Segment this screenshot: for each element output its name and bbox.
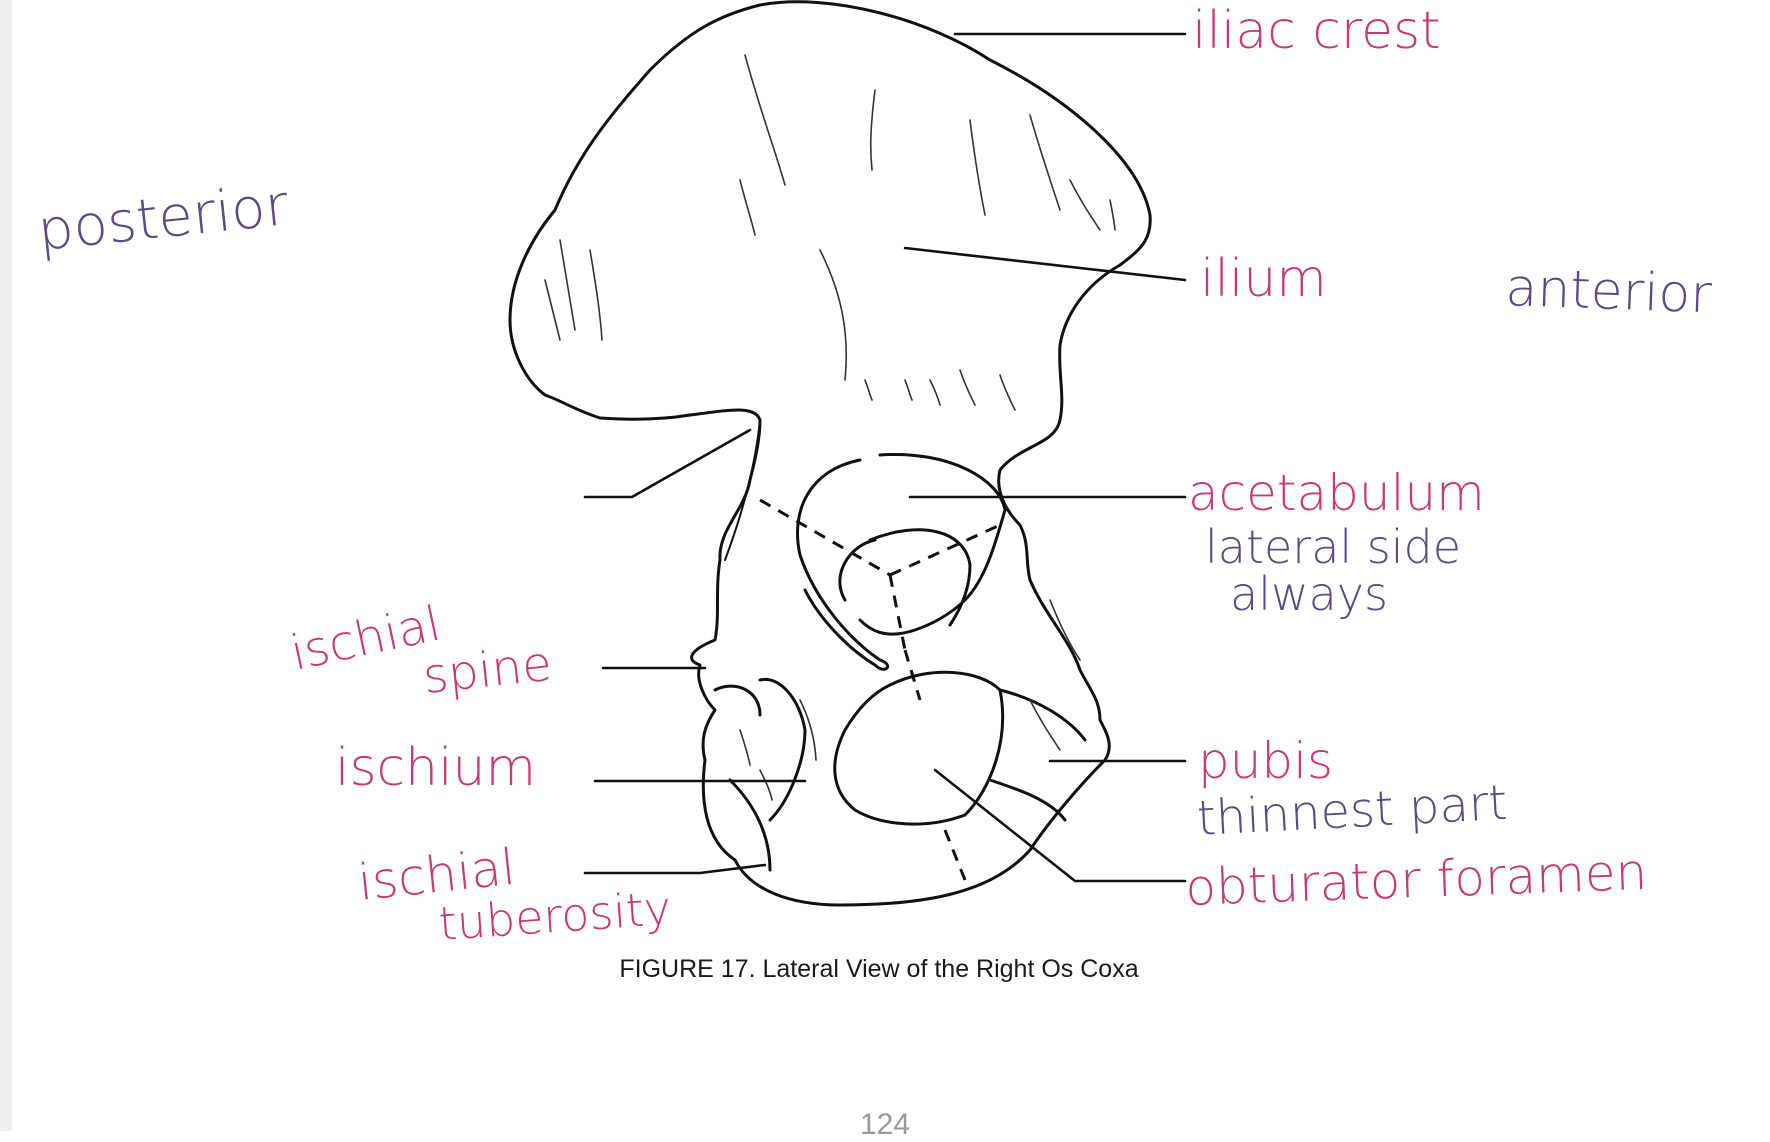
figure-caption-text: FIGURE 17. Lateral View of the Right Os … bbox=[619, 955, 1139, 983]
label-acetabulum: acetabulum bbox=[1188, 464, 1485, 522]
triradiate-dashed-lines bbox=[759, 498, 1001, 881]
leader-ilium bbox=[903, 246, 1187, 282]
label-acetabulum-note-lateral: lateral side bbox=[1205, 520, 1461, 574]
leader-lines bbox=[583, 32, 1187, 883]
label-iliac-crest: iliac crest bbox=[1192, 1, 1441, 61]
label-acetabulum-note-always: always bbox=[1230, 567, 1388, 621]
label-anterior: anterior bbox=[1505, 258, 1714, 325]
leader-obturator-foramen bbox=[933, 768, 1187, 883]
leader-ischial-tuberosity bbox=[583, 863, 767, 875]
label-ischial-spine-line2: spine bbox=[420, 636, 554, 705]
label-ilium: ilium bbox=[1200, 249, 1327, 309]
bone-texture-marks bbox=[544, 54, 1116, 801]
label-ischium: ischium bbox=[335, 738, 536, 798]
annotation-labels: posterior anterior iliac crest ilium ace… bbox=[35, 1, 1714, 951]
page-number: 124 bbox=[859, 1108, 911, 1141]
leader-unlabeled-notch bbox=[583, 428, 752, 499]
os-coxa-outline bbox=[508, 0, 1152, 907]
label-pubis: pubis bbox=[1198, 732, 1333, 790]
label-posterior: posterior bbox=[35, 173, 292, 264]
label-obturator-foramen: obturator foramen bbox=[1184, 843, 1648, 917]
figure-caption: FIGURE 17. Lateral View of the Right Os … bbox=[0, 955, 1770, 984]
left-margin-strip bbox=[0, 0, 12, 1131]
